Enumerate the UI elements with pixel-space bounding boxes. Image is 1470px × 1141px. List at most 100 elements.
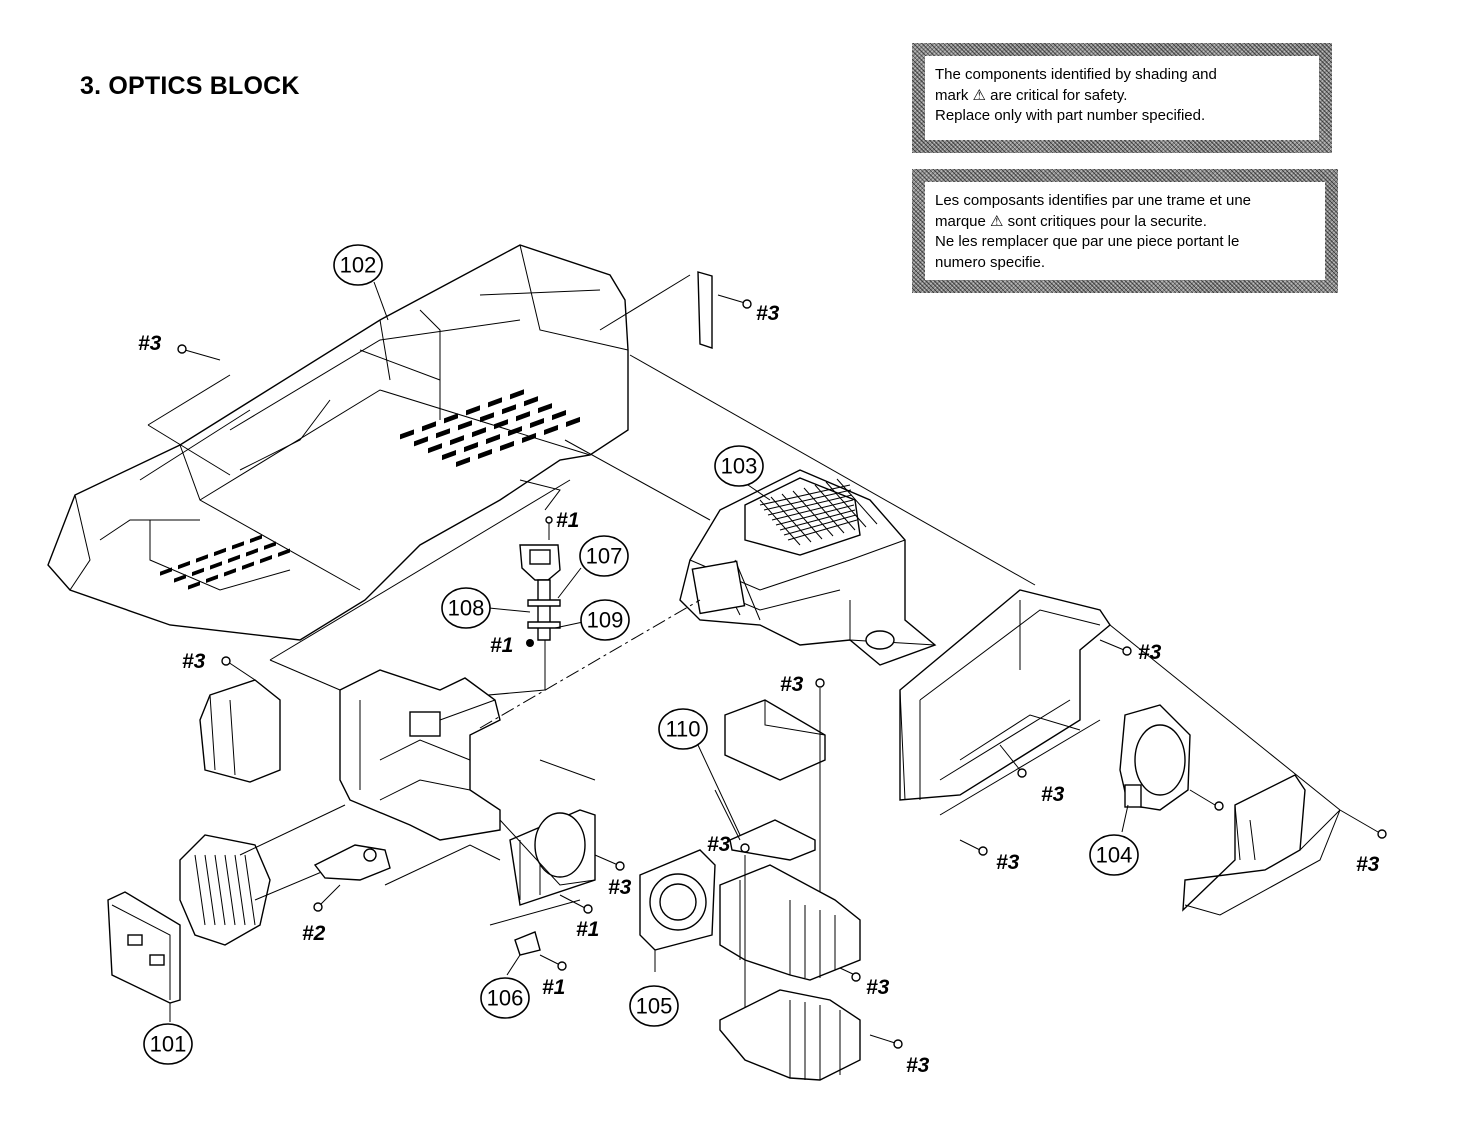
- notice-en-line-1: The components identified by shading and: [935, 66, 1217, 83]
- bracket-top-right: [697, 271, 752, 349]
- screw-label: #3: [780, 673, 804, 696]
- screw-label: #2: [302, 922, 326, 945]
- grid-line: [244, 854, 256, 926]
- notice-fr-line-3: Ne les remplacer que par une piece porta…: [935, 233, 1240, 250]
- vent-slot: [524, 396, 538, 407]
- grid-line: [759, 499, 801, 546]
- vent-slot: [214, 547, 226, 557]
- vent-slot: [242, 561, 254, 570]
- vent-slot: [464, 442, 478, 453]
- part-110-ballast: [714, 678, 826, 940]
- screw-label: #3: [1138, 641, 1162, 664]
- callout-label-110: 110: [665, 717, 700, 742]
- vent-slot: [278, 548, 290, 557]
- vent-slot: [552, 409, 566, 421]
- vent-slot: [500, 440, 514, 452]
- bracket-left: [199, 656, 281, 783]
- callout-102: 102: [333, 244, 389, 321]
- grid-line: [194, 854, 206, 926]
- safety-notice-french: Les composants identifies par une trame …: [912, 169, 1338, 293]
- vent-slot: [522, 432, 536, 444]
- vent-slot: [428, 443, 442, 454]
- optical-bed-frame: [899, 589, 1341, 856]
- callout-107: 107: [557, 535, 629, 599]
- callout-label-106: 106: [487, 986, 524, 1011]
- notice-en-line-3: Replace only with part number specified.: [935, 107, 1206, 124]
- grid-line: [767, 494, 853, 516]
- vent-slot: [210, 561, 222, 570]
- vent-slot: [502, 404, 516, 415]
- grid-line: [770, 496, 812, 543]
- vent-slot: [188, 581, 200, 590]
- screw-label: #1: [556, 509, 579, 532]
- screw-label: #3: [1041, 783, 1065, 806]
- callout-108: 108: [441, 587, 531, 629]
- screw-label: #3: [707, 833, 731, 856]
- vent-slot: [206, 574, 218, 584]
- vent-slot: [450, 435, 464, 446]
- vent-slot: [472, 427, 486, 438]
- vent-slot: [442, 450, 456, 461]
- vent-slot: [480, 412, 494, 423]
- callout-label-101: 101: [150, 1032, 187, 1057]
- screw-label: #1: [576, 918, 599, 941]
- color-wheel-bracket: [489, 759, 625, 976]
- callout-label-108: 108: [448, 596, 485, 621]
- vent-slot: [530, 418, 544, 429]
- grid-line: [787, 519, 858, 541]
- callout-label-103: 103: [721, 454, 758, 479]
- screw-label: #3: [138, 332, 162, 355]
- notice-fr-line-1: Les composants identifies par une trame …: [935, 192, 1252, 209]
- vent-slot: [566, 416, 580, 427]
- vent-slot: [538, 403, 552, 414]
- part-103-optics-housing: [679, 469, 937, 666]
- callout-101: 101: [143, 1023, 193, 1065]
- adjuster-assembly: [313, 844, 501, 912]
- safety-notice-english: The components identified by shading and…: [912, 43, 1332, 153]
- callout-103: 103: [714, 445, 771, 501]
- vent-slot: [516, 411, 530, 422]
- vent-slot: [466, 405, 480, 416]
- grid-line: [781, 493, 823, 540]
- vent-slot: [436, 428, 450, 439]
- vent-slot: [178, 560, 190, 570]
- grid-line: [771, 499, 854, 521]
- grid-line: [825, 481, 867, 528]
- callout-label-105: 105: [636, 994, 673, 1019]
- page-title: 3. OPTICS BLOCK: [80, 72, 300, 100]
- vent-slot: [488, 397, 502, 408]
- vent-slot: [192, 567, 204, 577]
- vent-slot: [478, 448, 492, 460]
- callout-label-107: 107: [586, 544, 623, 569]
- screw-label: #1: [542, 976, 565, 999]
- vent-slot: [414, 436, 428, 447]
- vent-slot: [260, 555, 272, 564]
- vent-slot: [544, 424, 558, 436]
- callout-105: 105: [629, 985, 679, 1027]
- vent-slot: [458, 420, 472, 431]
- vent-slot: [444, 413, 458, 424]
- notice-fr-line-4: numero specifie.: [935, 253, 1046, 271]
- vent-slot: [400, 429, 414, 440]
- callout-109: 109: [554, 599, 630, 641]
- callout-106: 106: [480, 977, 530, 1019]
- vent-slot: [232, 541, 244, 550]
- vent-slot: [422, 421, 436, 432]
- notice-fr-line-2: marque ⚠ sont critiques pour la securite…: [935, 212, 1207, 230]
- vent-slot: [456, 456, 470, 468]
- screw-label: #3: [182, 650, 206, 673]
- callout-110: 110: [658, 708, 741, 836]
- part-101-board: [107, 891, 181, 1022]
- part-104-fan-shroud: [1119, 704, 1224, 833]
- vent-slot: [160, 567, 172, 576]
- notice-en-line-2: mark ⚠ are critical for safety.: [935, 86, 1128, 104]
- vent-slot: [508, 426, 522, 437]
- vent-slot: [224, 568, 236, 577]
- vent-slot: [486, 434, 500, 445]
- grid-line: [783, 514, 857, 536]
- part-102-chassis: [47, 244, 629, 641]
- callout-104: 104: [1089, 834, 1139, 876]
- vent-slot: [228, 554, 240, 564]
- screw-label: #3: [756, 302, 780, 325]
